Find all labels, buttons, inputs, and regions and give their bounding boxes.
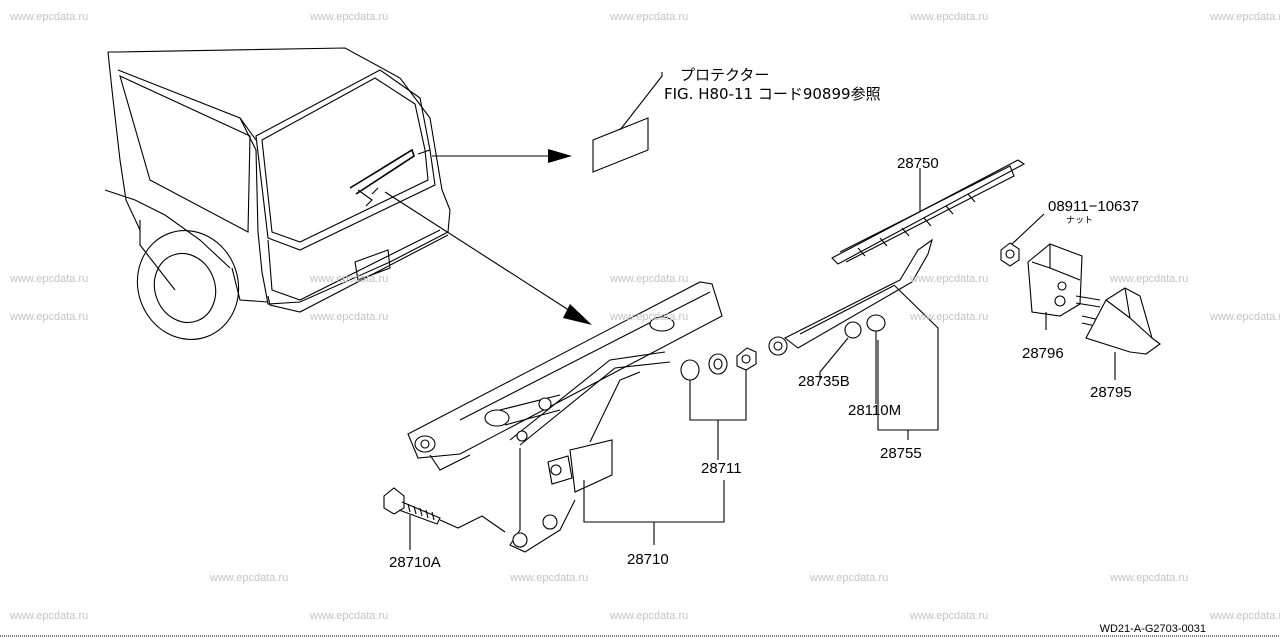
watermark: www.epcdata.ru — [10, 610, 89, 622]
watermark: www.epcdata.ru — [210, 572, 289, 584]
protector-note-title: プロテクター — [680, 66, 770, 84]
part-label-28710A: 28710A — [389, 554, 441, 571]
pivot-washers — [680, 347, 757, 460]
part-label-28711: 28711 — [701, 460, 742, 477]
watermark: www.epcdata.ru — [310, 273, 389, 285]
part-label-28750: 28750 — [897, 155, 939, 172]
watermark: www.epcdata.ru — [10, 11, 89, 23]
watermark: www.epcdata.ru — [910, 11, 989, 23]
leader-lines — [819, 331, 909, 440]
part-label-28795: 28795 — [1090, 384, 1132, 401]
arm-cap-and-nut — [819, 314, 886, 373]
part-label-28710: 28710 — [627, 551, 669, 568]
watermark: www.epcdata.ru — [910, 273, 989, 285]
watermark: www.epcdata.ru — [610, 311, 689, 323]
watermark: www.epcdata.ru — [1110, 572, 1189, 584]
part-label-28110M: 28110M — [848, 402, 902, 419]
watermark: www.epcdata.ru — [10, 311, 89, 323]
wiper-arm — [768, 238, 939, 431]
diagram-code: WD21-A-G2703-0031 — [1099, 623, 1206, 635]
protector-note-reference: FIG. H80-11 コード90899参照 — [664, 84, 881, 103]
protector-note: プロテクター FIG. H80-11 コード90899参照 — [664, 66, 881, 104]
part-label-08911-10637: 08911−10637 — [1048, 198, 1140, 215]
part-label-28735B: 28735B — [798, 373, 850, 390]
watermark: www.epcdata.ru — [1210, 311, 1280, 323]
callout-arrows — [384, 149, 592, 325]
part-label-28796: 28796 — [1022, 345, 1064, 362]
wiper-motor-assembly — [407, 281, 725, 553]
protector-plate — [592, 72, 663, 173]
mounting-bolt — [383, 487, 506, 550]
watermark: www.epcdata.ru — [1110, 273, 1189, 285]
vehicle-rear-illustration — [104, 47, 451, 340]
watermark: www.epcdata.ru — [510, 572, 589, 584]
watermark: www.epcdata.ru — [10, 273, 89, 285]
watermark: www.epcdata.ru — [610, 273, 689, 285]
watermark: www.epcdata.ru — [810, 572, 889, 584]
wiper-blade — [831, 159, 1026, 265]
watermark: www.epcdata.ru — [610, 610, 689, 622]
watermark: www.epcdata.ru — [1210, 610, 1280, 622]
watermark: www.epcdata.ru — [1210, 11, 1280, 23]
part-label-28755: 28755 — [880, 445, 922, 462]
watermark: www.epcdata.ru — [910, 610, 989, 622]
watermark: www.epcdata.ru — [610, 11, 689, 23]
nut-bracket-cover — [1000, 213, 1161, 380]
watermark: www.epcdata.ru — [910, 311, 989, 323]
watermark: www.epcdata.ru — [310, 11, 389, 23]
watermark: www.epcdata.ru — [310, 610, 389, 622]
part-sublabel-nut: ナット — [1066, 216, 1094, 226]
watermark: www.epcdata.ru — [310, 311, 389, 323]
